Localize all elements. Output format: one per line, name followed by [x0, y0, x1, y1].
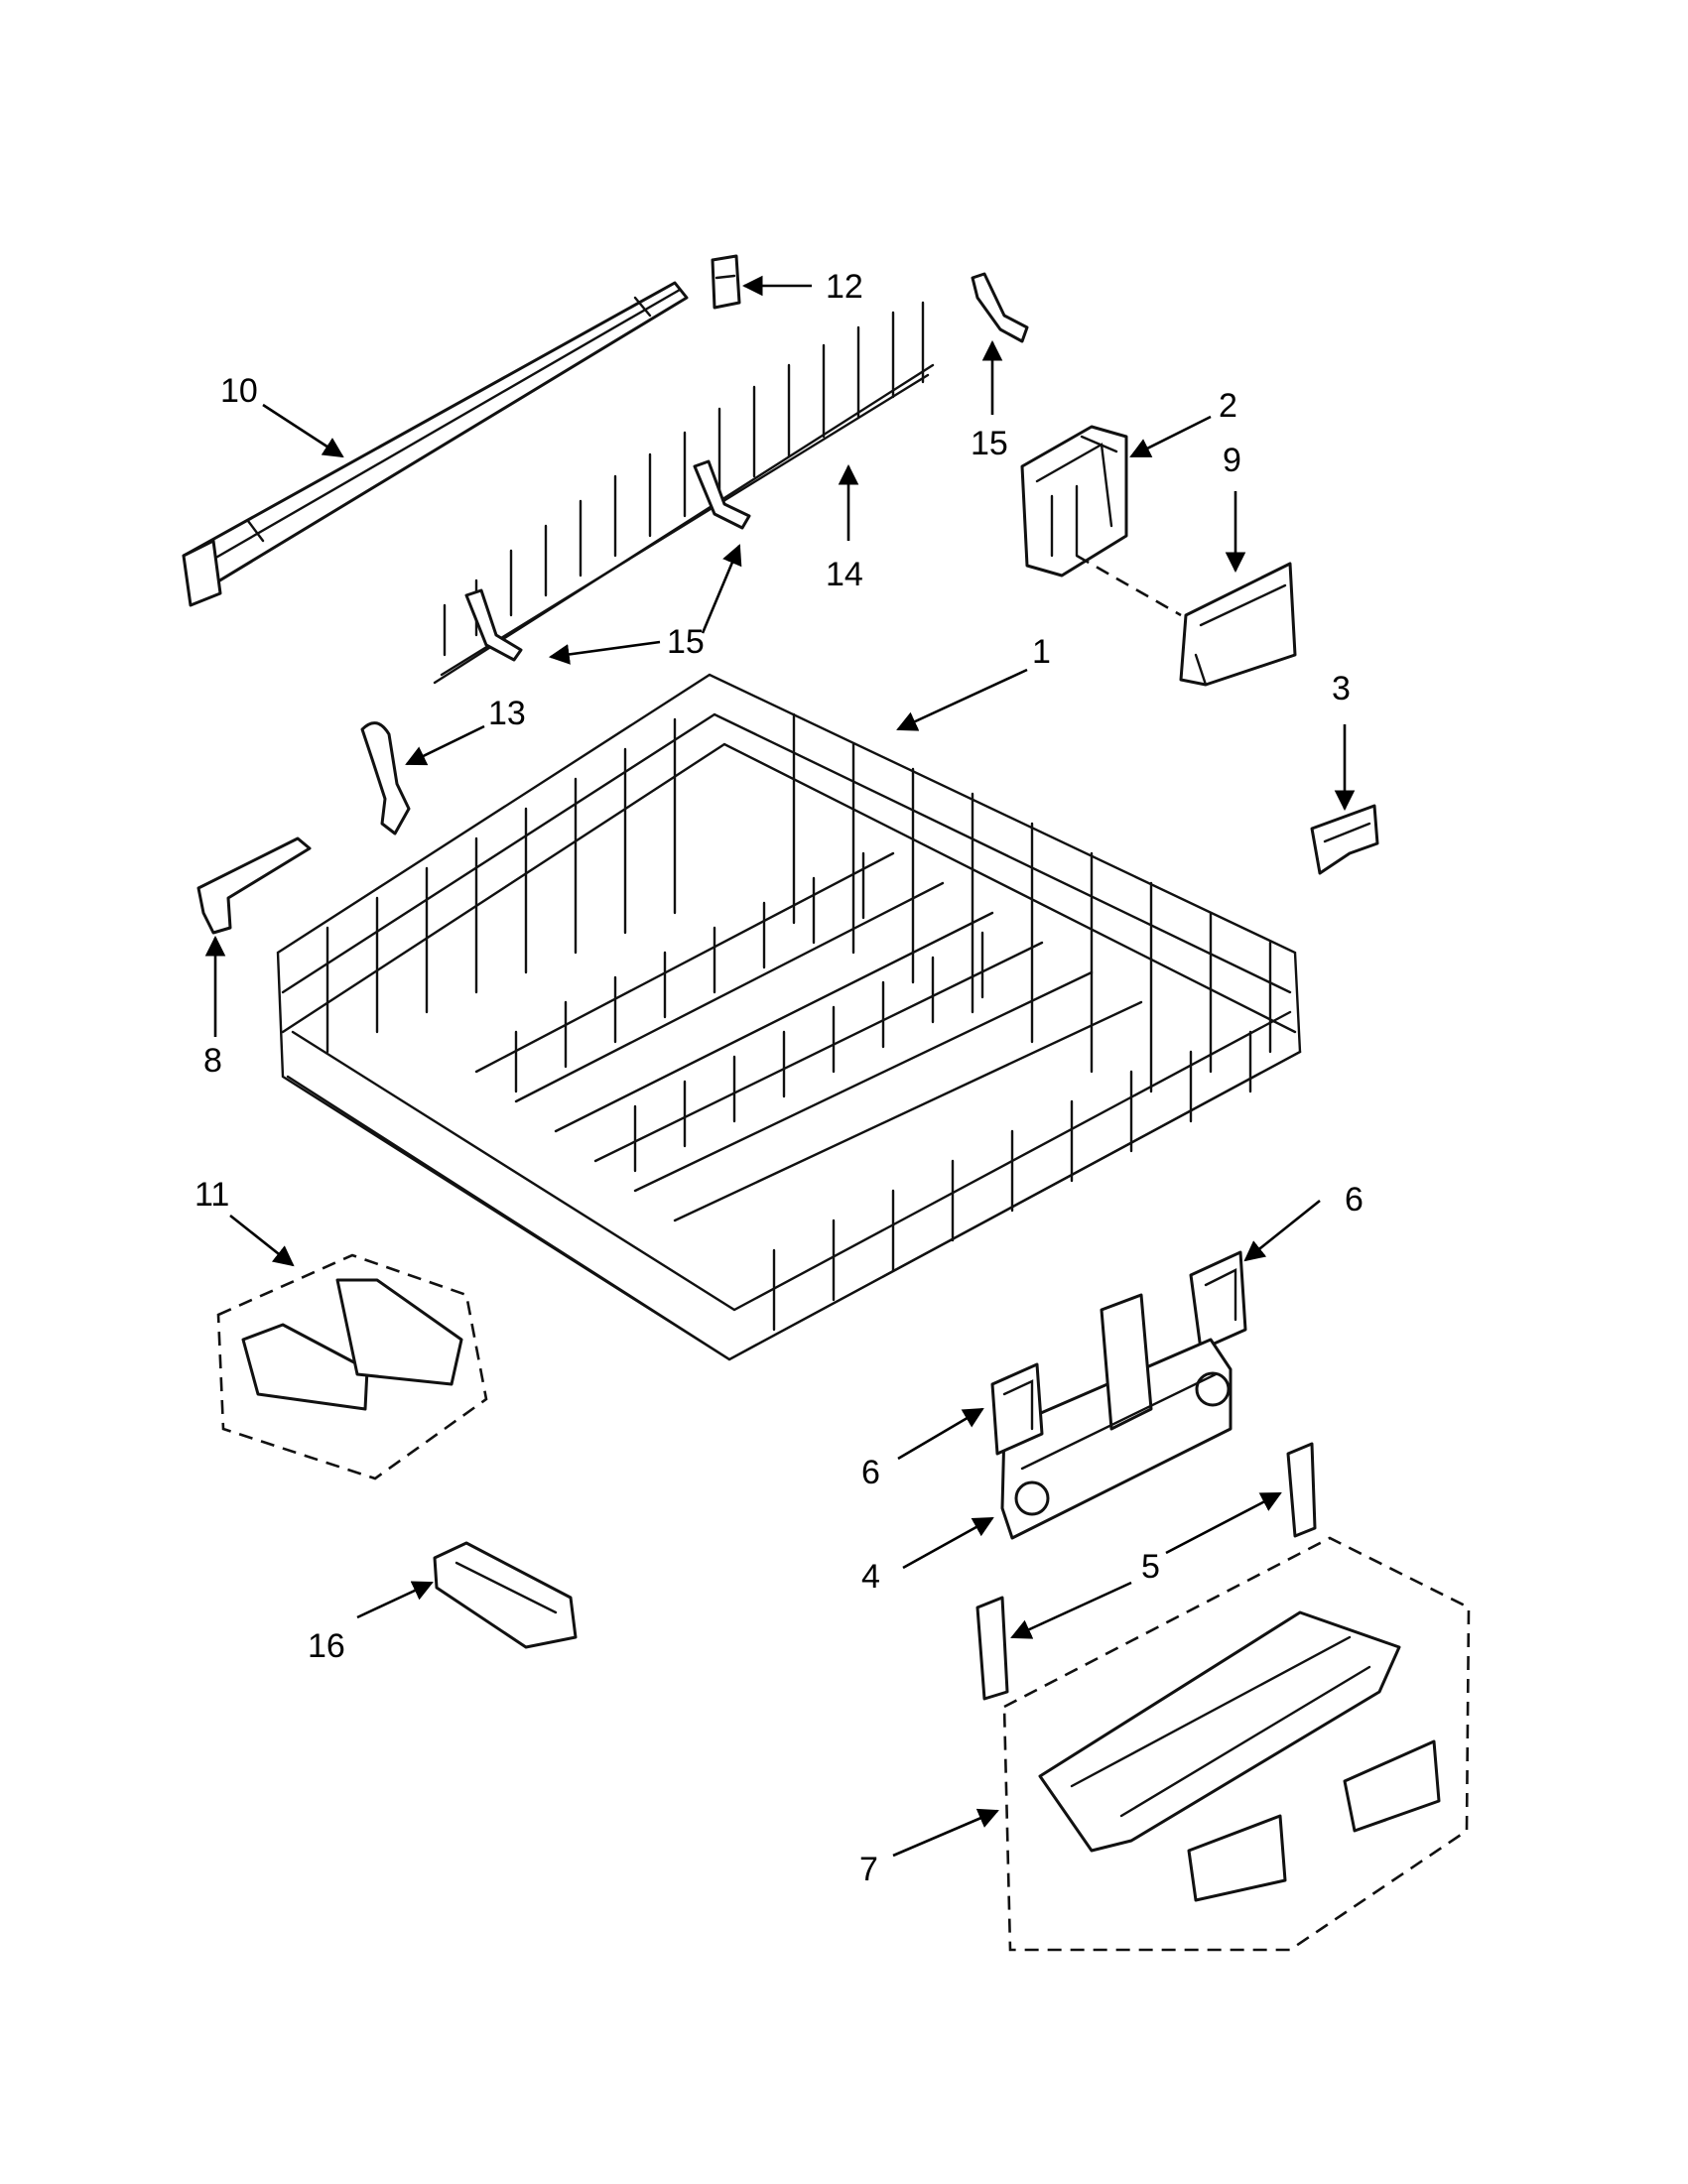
tine-clip-part[interactable] — [360, 721, 411, 835]
callout-3: 3 — [1332, 670, 1351, 707]
adjuster-panel-part[interactable] — [1076, 554, 1297, 687]
leader-6-right — [1243, 1199, 1321, 1262]
leader-6-left — [897, 1407, 984, 1461]
callout-13: 13 — [488, 695, 526, 732]
callout-16: 16 — [308, 1627, 345, 1665]
leader-lines — [204, 275, 1356, 1858]
leader-7 — [892, 1808, 999, 1858]
leader-5-right — [1165, 1491, 1282, 1555]
leader-1 — [896, 668, 1028, 731]
leader-11 — [229, 1214, 295, 1267]
rail-end-cap-part[interactable] — [433, 1541, 578, 1649]
callout-4: 4 — [861, 1558, 880, 1596]
callout-15-lower: 15 — [667, 623, 705, 661]
callout-10: 10 — [220, 372, 258, 410]
adjuster-lever-left-part[interactable] — [975, 1596, 1009, 1701]
leader-13 — [405, 724, 485, 766]
callout-11: 11 — [195, 1176, 229, 1214]
leader-15-lower — [548, 640, 661, 665]
leader-10 — [262, 403, 344, 458]
rack-adjuster-cover-part[interactable] — [1020, 425, 1128, 578]
tine-pivot-top-part[interactable] — [971, 272, 1029, 343]
callout-7: 7 — [859, 1851, 878, 1888]
rack-rail-part[interactable] — [182, 281, 689, 607]
rack-clip-part[interactable] — [1310, 804, 1379, 875]
rack-holder-kit-part[interactable] — [216, 1253, 488, 1480]
callout-12: 12 — [826, 268, 863, 306]
callout-8: 8 — [203, 1042, 222, 1080]
rack-stop-part[interactable] — [196, 836, 312, 935]
callout-1: 1 — [1032, 633, 1051, 671]
rack-part[interactable] — [276, 673, 1302, 1361]
callout-15-top: 15 — [971, 425, 1008, 462]
callout-5: 5 — [1141, 1548, 1160, 1586]
callout-labels: 1 2 3 4 5 6 6 7 8 9 10 11 12 13 14 15 15… — [195, 268, 1363, 1888]
leader-2 — [1129, 415, 1212, 458]
adjuster-assembly-part[interactable] — [1000, 1293, 1233, 1540]
leader-4 — [902, 1516, 994, 1570]
tine-row-part[interactable] — [433, 301, 935, 685]
adjuster-lever-right-part[interactable] — [1286, 1442, 1317, 1538]
leader-5-left — [1010, 1581, 1132, 1639]
adjuster-clip-left-part[interactable] — [990, 1362, 1044, 1456]
adjuster-clip-right-part[interactable] — [1189, 1250, 1247, 1351]
rail-stop-part[interactable] — [711, 254, 741, 310]
cup-shelf-part[interactable] — [1002, 1536, 1471, 1952]
leader-15-middle — [701, 544, 742, 634]
leader-16 — [356, 1581, 434, 1619]
callout-6-right: 6 — [1345, 1181, 1363, 1219]
callout-14: 14 — [826, 556, 863, 593]
callout-6-left: 6 — [861, 1454, 880, 1491]
callout-9: 9 — [1223, 442, 1241, 479]
callout-2: 2 — [1219, 387, 1237, 425]
